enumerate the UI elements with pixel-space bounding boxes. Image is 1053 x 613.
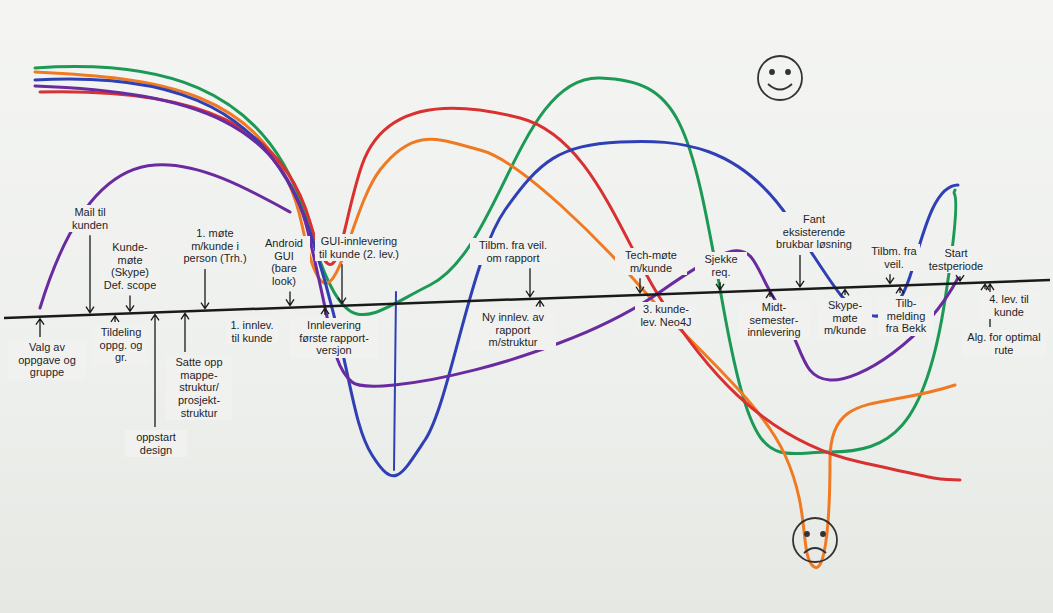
leader-arrow (796, 255, 804, 287)
leader-arrow (321, 308, 329, 315)
leader-arrow (126, 296, 134, 312)
leader-arrow (896, 287, 904, 293)
sad-face (793, 518, 837, 562)
leader-arrow (36, 319, 44, 337)
leader-arrow (956, 275, 964, 281)
leader-arrow (536, 300, 544, 307)
timeline-label: Tilb-melding fra Bekk (878, 296, 934, 336)
leader-arrow (636, 278, 644, 292)
leader-arrow (181, 313, 189, 352)
timeline-label: Tilbm. fra veil. (868, 244, 920, 271)
timeline-label: Midt-semester-innlevering (738, 300, 810, 340)
timeline-label: 1. møte m/kunde i person (Trh.) (178, 226, 252, 266)
happy-face (758, 56, 802, 100)
leader-arrow (151, 314, 159, 427)
leader-arrow (766, 292, 774, 298)
timeline-label: GUI-innlevering til kunde (2. lev.) (315, 234, 403, 261)
timeline-label: oppstart design (125, 430, 187, 457)
timeline-label: 3. kunde-lev. Neo4J (635, 302, 697, 329)
timeline-label: Skype-møte m/kunde (818, 298, 872, 338)
blue-curve (35, 79, 958, 476)
leader-arrow (201, 269, 209, 309)
blue-stroke (394, 292, 396, 470)
leader-arrow (86, 235, 94, 312)
purple-curve (35, 86, 958, 386)
timeline-label: Tilbm. fra veil. om rapport (470, 238, 556, 265)
leader-arrow (886, 274, 894, 283)
leader-arrow (111, 316, 119, 322)
purple-curve (40, 165, 290, 308)
leader-arrow (526, 268, 534, 296)
timeline-label: Alg. for optimal rute (962, 330, 1046, 357)
timeline-label: Android GUI (bare look) (258, 236, 310, 289)
timeline-label: Ny innlev. av rapport m/struktur (470, 310, 556, 350)
leader-arrow (841, 289, 849, 295)
timeline-label: Fant eksisterende brukbar løsning (773, 212, 855, 252)
orange-curve (35, 72, 955, 568)
timeline-label: Start testperiode (925, 246, 987, 273)
timeline-label: 1. innlev. til kunde (226, 318, 278, 345)
leader-arrow (338, 264, 346, 303)
timeline-label: Sjekke req. (695, 252, 747, 279)
red-curve (40, 92, 960, 480)
timeline-label: Valg av oppgave og gruppe (8, 340, 86, 380)
timeline-label: Mail til kunden (60, 205, 120, 232)
timeline-label: Kunde-møte (Skype) Def. scope (100, 240, 160, 293)
timeline-label: 4. lev. til kunde (978, 292, 1040, 319)
leader-arrow (716, 282, 724, 290)
timeline-label: Innlevering første rapport-versjon (290, 318, 378, 358)
timeline-label: Tildeling oppg. og gr. (93, 325, 149, 365)
timeline-label: Tech-møte m/kunde (615, 248, 687, 275)
leader-arrow (286, 292, 294, 306)
timeline-label: Satte opp mappe-struktur/ prosjekt-struk… (166, 355, 232, 420)
